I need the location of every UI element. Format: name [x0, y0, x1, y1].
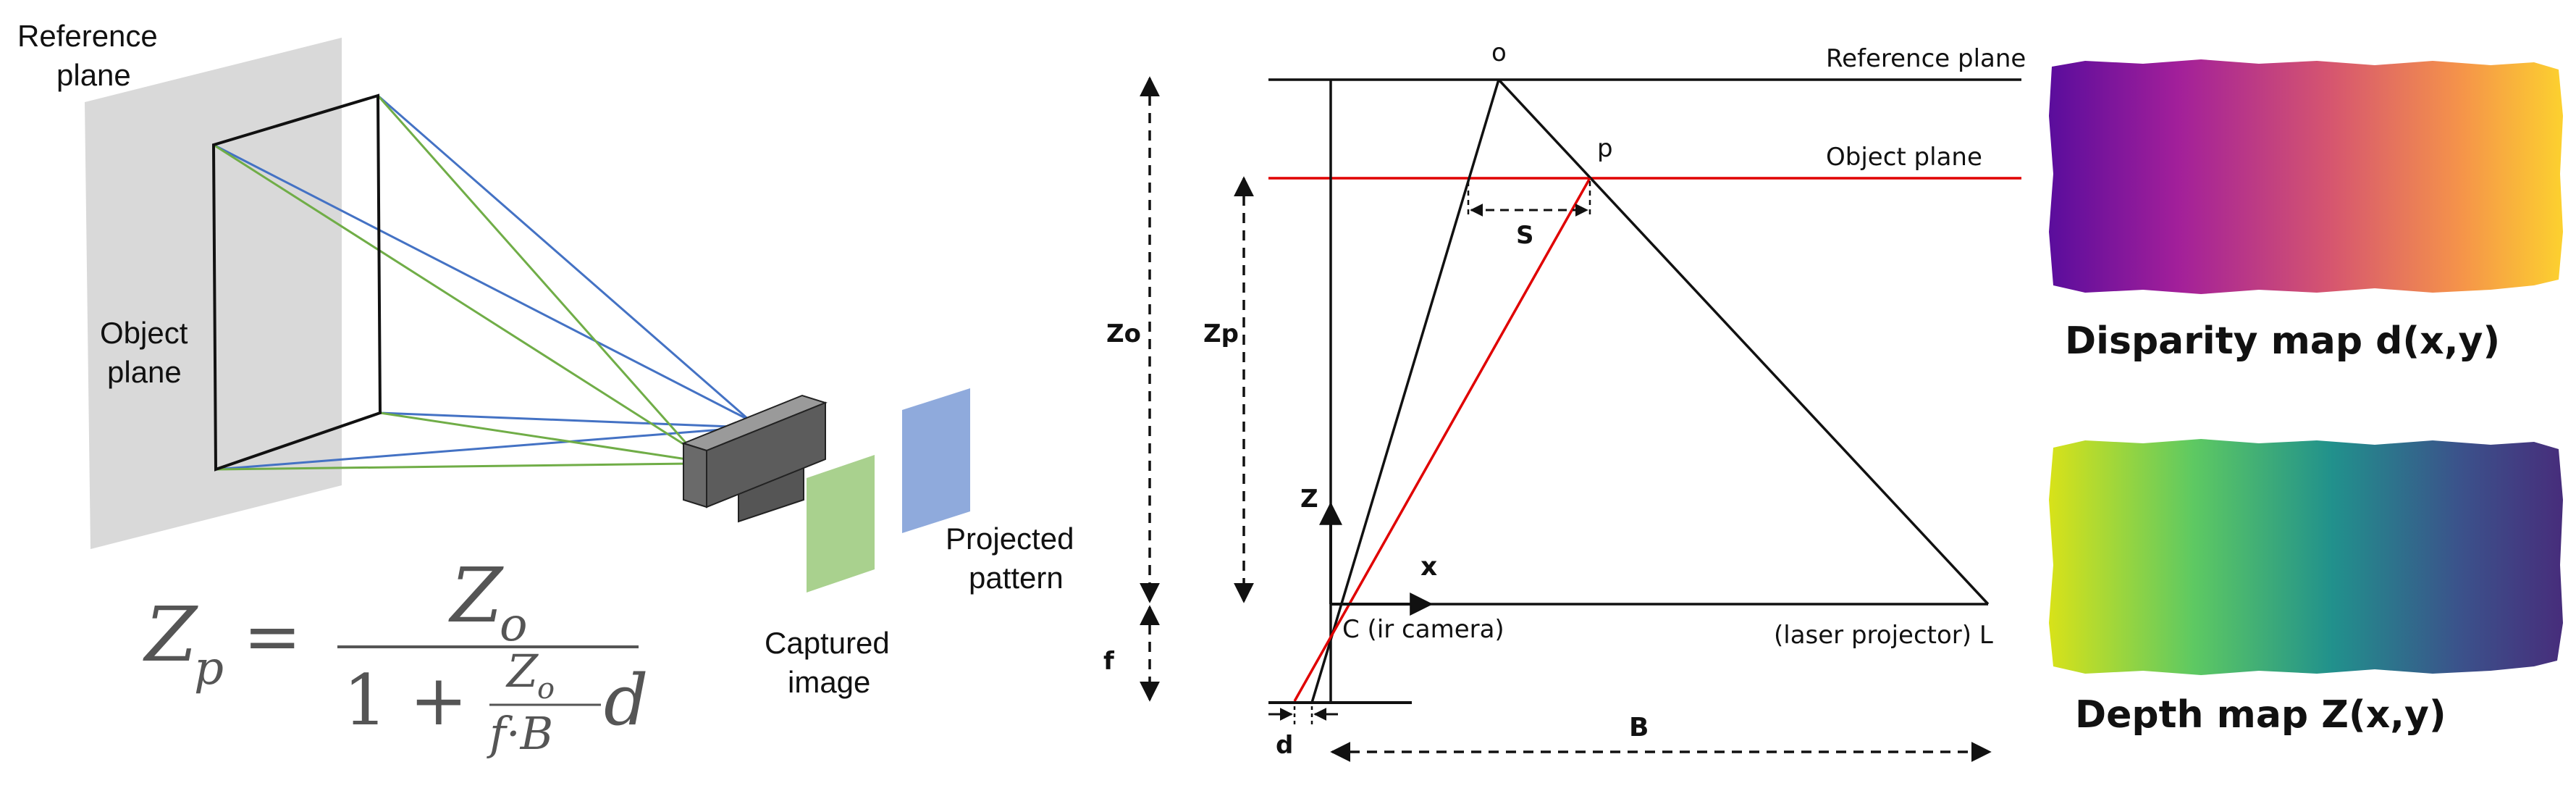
ray-o-to-l — [1497, 78, 1990, 606]
projected-pattern-shape — [902, 388, 970, 533]
formula-num-var: Z — [448, 551, 504, 640]
x-axis-label: x — [1420, 552, 1437, 582]
projection-rays — [213, 94, 750, 471]
projector-label: (laser projector) L — [1774, 621, 1993, 650]
depth-camera-device — [681, 394, 828, 523]
projected-pattern-label-1: Projected — [946, 522, 1074, 556]
d-label: d — [1276, 731, 1293, 760]
left-panel: Reference plane Object plane Captured im… — [17, 19, 1074, 760]
f-label: f — [1103, 647, 1115, 676]
formula-den-one: 1 + — [343, 660, 468, 741]
object-plane-text: Object plane — [1826, 143, 1982, 172]
projected-pattern-label-2: pattern — [969, 561, 1064, 595]
zo-label: Zo — [1106, 319, 1141, 348]
maps-panel: Disparity map d(x,y) Depth map Z(x,y) — [2049, 59, 2563, 737]
reference-plane-label-1: Reference — [17, 19, 158, 53]
captured-image-label-1: Captured — [765, 626, 890, 660]
object-plane-label-2: plane — [107, 355, 182, 389]
depth-formula: Z p = Z o 1 + Z o f·B d — [143, 551, 648, 760]
object-plane-label-1: Object — [100, 316, 188, 350]
formula-inner-den: f·B — [487, 707, 553, 760]
depth-map-title: Depth map Z(x,y) — [2075, 693, 2446, 737]
formula-lhs-var: Z — [143, 590, 198, 679]
point-o-label: o — [1491, 38, 1507, 67]
depth-map-image — [2049, 439, 2563, 675]
disparity-map-title: Disparity map d(x,y) — [2065, 319, 2500, 363]
formula-lhs-sub: p — [194, 642, 224, 695]
ray-c-to-p — [1293, 177, 1591, 702]
reference-plane-text: Reference plane — [1826, 44, 2026, 73]
disparity-map-image — [2049, 59, 2563, 294]
s-label: S — [1516, 221, 1534, 250]
formula-inner-num-sub: o — [537, 672, 555, 706]
point-p-label: p — [1597, 134, 1613, 163]
captured-image-shape — [807, 455, 875, 593]
b-label: B — [1629, 713, 1649, 742]
captured-image-label-2: image — [788, 665, 870, 699]
formula-equals: = — [243, 596, 301, 677]
z-axis-label: Z — [1300, 485, 1318, 514]
object-plane-shape — [211, 93, 382, 472]
formula-inner-num-var: Z — [505, 645, 539, 698]
zp-label: Zp — [1203, 319, 1239, 348]
camera-label: C (ir camera) — [1342, 615, 1504, 644]
formula-num-sub: o — [500, 598, 528, 652]
reference-plane-label-2: plane — [56, 58, 131, 92]
geometry-panel: Reference plane o Object plane p S Zo Zp… — [1103, 38, 2026, 762]
formula-den-tail: d — [604, 660, 648, 741]
